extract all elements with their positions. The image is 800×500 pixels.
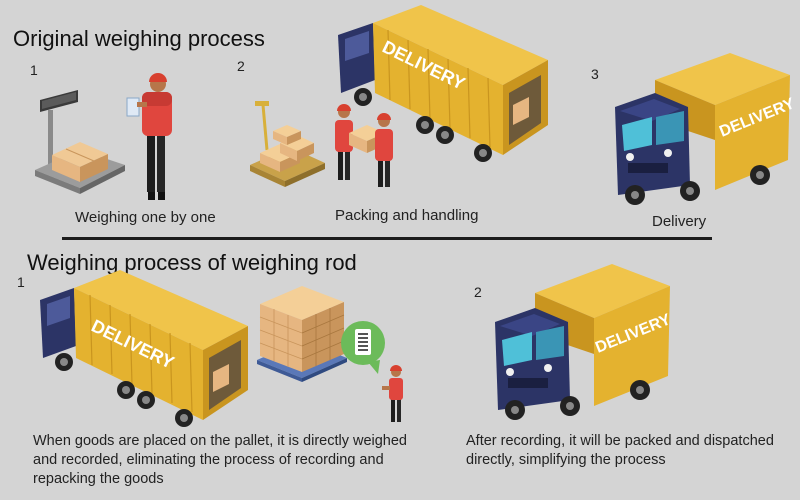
pallet-boxes-illustration (257, 286, 347, 382)
packing-handling-illustration (250, 101, 393, 187)
rod-delivery-truck-rear-illustration: DELIVERY (40, 270, 248, 427)
rod-step-2-description: After recording, it will be packed and d… (466, 433, 774, 468)
original-step-2-number: 2 (237, 58, 245, 74)
original-step-3-caption: Delivery (652, 213, 707, 230)
rod-delivery-truck-front-illustration: DELIVERY (495, 264, 673, 420)
rod-step-1-number: 1 (17, 274, 25, 290)
delivery-truck-front-illustration: DELIVERY (615, 53, 797, 205)
original-step-1-number: 1 (30, 62, 38, 78)
section-divider (62, 237, 712, 240)
weighing-scale-illustration (35, 73, 172, 200)
original-step-3-number: 3 (591, 66, 599, 82)
original-step-2-caption: Packing and handling (335, 207, 479, 224)
original-step-1-caption: Weighing one by one (75, 209, 216, 226)
rod-step-2-number: 2 (474, 284, 482, 300)
rod-step-1-description: When goods are placed on the pallet, it … (33, 433, 407, 487)
original-process-title: Original weighing process (13, 26, 265, 51)
delivery-truck-rear-illustration: DELIVERY (338, 5, 548, 162)
phone-record-illustration (341, 321, 403, 422)
rod-process-title: Weighing process of weighing rod (27, 250, 357, 275)
